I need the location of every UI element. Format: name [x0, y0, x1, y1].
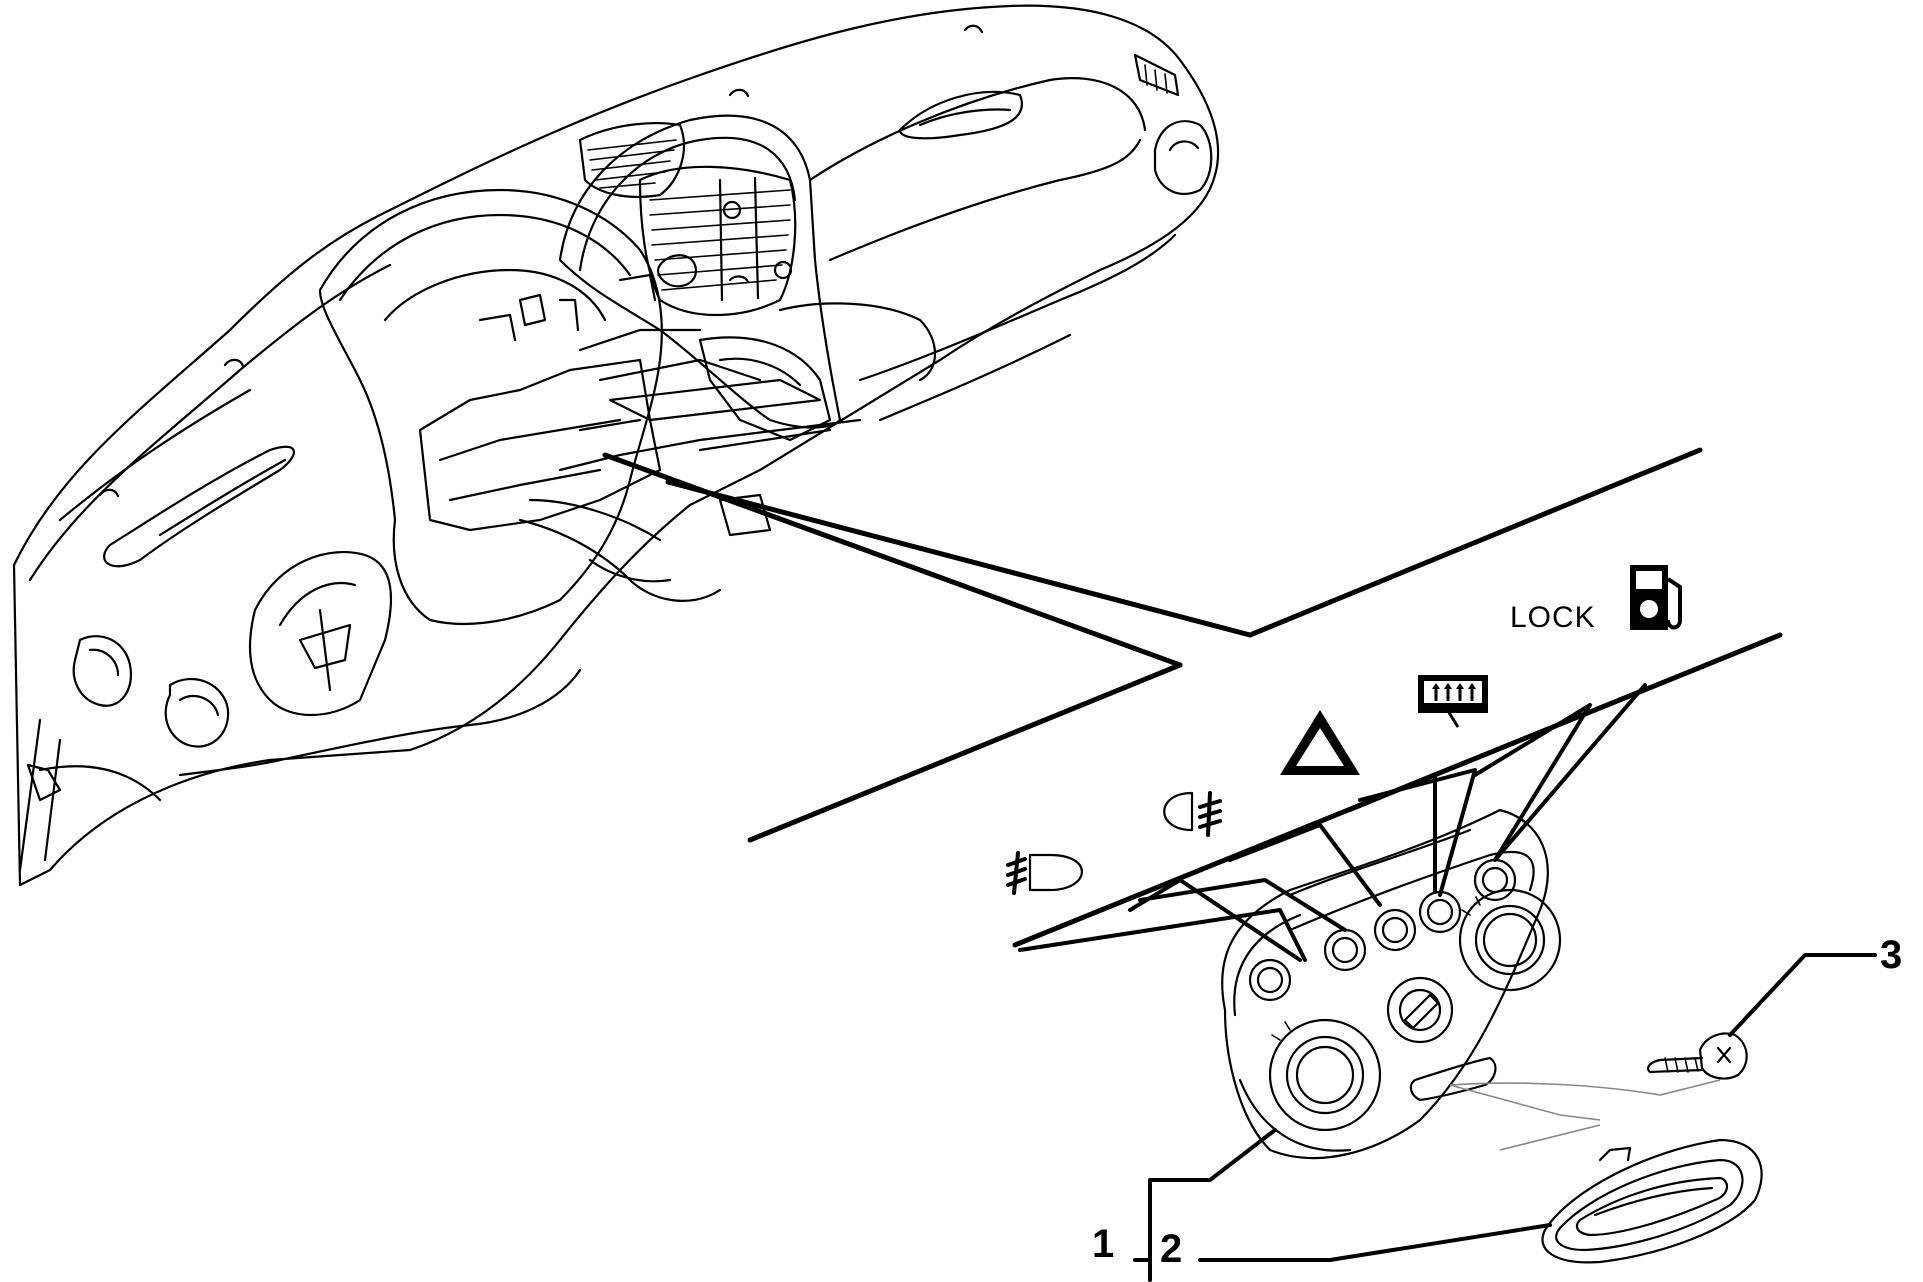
callout-leaders [1133, 1128, 1552, 1282]
screw-part [1646, 953, 1877, 1080]
dashboard-assembly [12, 4, 1220, 887]
callout-1: 1 [1092, 1222, 1114, 1266]
rear-window-defrost-icon [1418, 675, 1488, 728]
projection-lines [602, 447, 1783, 948]
front-fog-light-icon [1163, 791, 1222, 837]
callout-2: 2 [1160, 1227, 1182, 1271]
callout-3: 3 [1880, 933, 1902, 977]
symbol-leaders [1018, 683, 1647, 962]
fuel-door-lock-icon [1630, 565, 1682, 630]
switch-panel [1221, 808, 1562, 1160]
rear-fog-light-icon [1006, 851, 1083, 895]
lock-label: LOCK [1510, 601, 1596, 634]
bezel-part [1449, 1079, 1763, 1264]
hazard-warning-icon [1280, 710, 1360, 775]
